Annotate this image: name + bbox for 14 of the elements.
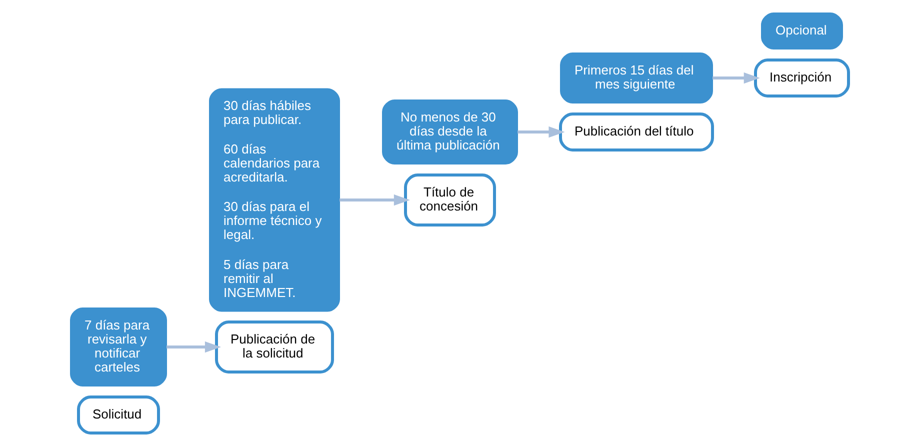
node-box: 30 días hábiles para publicar. 60 días calendarios para acreditarla. 30 días para el informe técnico y legal. 5 días para remitir al INGEMMET. [209, 88, 340, 312]
node-box: Publicación de la solicitud [215, 320, 334, 373]
arrow [712, 72, 760, 84]
arrow [518, 126, 565, 138]
node-box: Primeros 15 días del mes siguiente [560, 52, 713, 103]
node-box: Solicitud [77, 395, 160, 434]
node-box: Título de concesión [404, 173, 496, 226]
arrow [166, 340, 221, 352]
node-box: Inscripción [754, 58, 850, 97]
node-box: No menos de 30 días desde la última publicación [382, 99, 518, 164]
node-box: Opcional [761, 12, 843, 49]
node-box: Publicación del título [559, 112, 714, 151]
node-box: 7 días para revisarla y notificar carteles [70, 307, 167, 386]
arrow [340, 194, 410, 206]
